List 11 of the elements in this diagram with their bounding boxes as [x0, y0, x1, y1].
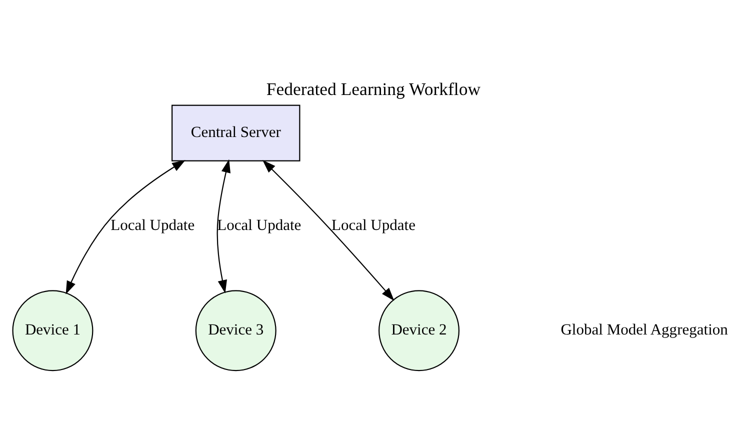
- node-circle: Device 3: [195, 290, 276, 372]
- node-box: Central Server: [172, 104, 300, 162]
- edge-label: Local Update: [110, 216, 195, 234]
- label: Global Model Aggregation: [560, 322, 728, 339]
- diagram-title: Federated Learning Workflow: [266, 79, 481, 100]
- arrow: [216, 159, 231, 294]
- arrow: [262, 160, 394, 301]
- node-circle: Device 1: [12, 290, 94, 372]
- node-circle: Device 2: [378, 290, 460, 372]
- arrow: [66, 160, 186, 294]
- edge-label: Local Update: [331, 216, 416, 234]
